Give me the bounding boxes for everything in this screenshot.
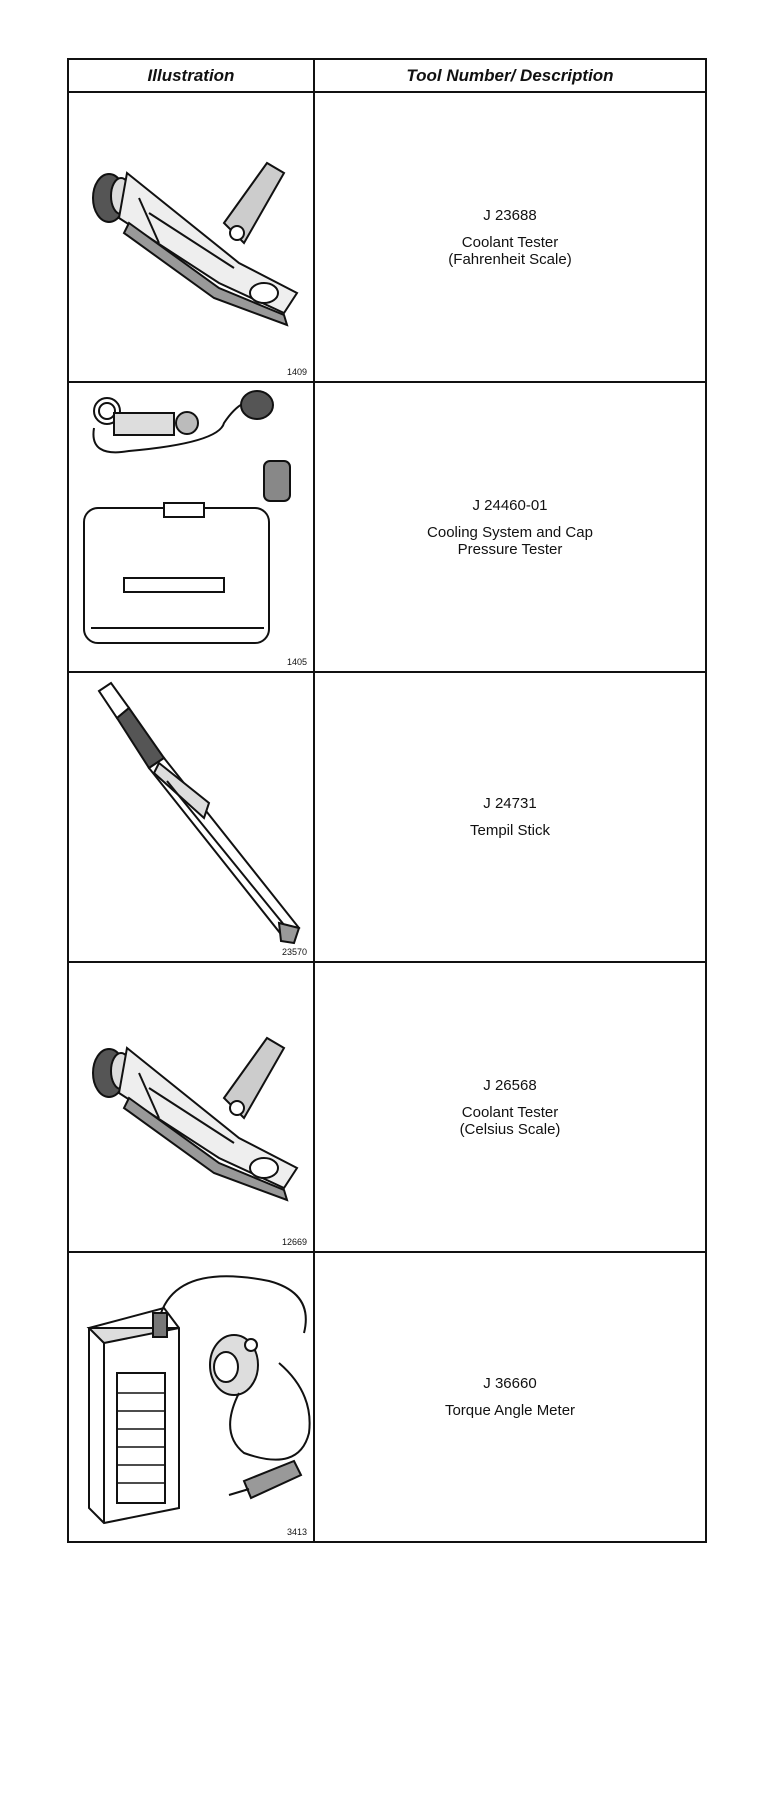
tool-number: J 24731	[483, 795, 537, 812]
description-cell: J 36660 Torque Angle Meter	[315, 1253, 705, 1541]
tool-table: Illustration Tool Number/ Description 14…	[67, 58, 707, 1543]
tool-description-line2: (Fahrenheit Scale)	[448, 250, 572, 268]
tool-description-line1: Torque Angle Meter	[444, 1402, 576, 1419]
coolant-tester-icon	[69, 963, 313, 1251]
description-cell: J 24460-01 Cooling System and Cap Pressu…	[315, 383, 705, 671]
tool-description-line1: Tempil Stick	[469, 822, 551, 839]
tool-number: J 36660	[483, 1375, 537, 1392]
tool-description-line1: Coolant Tester	[461, 1103, 559, 1121]
tool-number: J 26568	[483, 1076, 537, 1094]
table-row: 3413 J 36660 Torque Angle Meter	[69, 1253, 705, 1541]
tool-number: J 23688	[483, 206, 537, 224]
illustration-cell: 3413	[69, 1253, 315, 1541]
illustration-cell: 1405	[69, 383, 315, 671]
figure-number: 1409	[286, 367, 307, 377]
figure-number: 3413	[286, 1527, 307, 1537]
table-row: 23570 J 24731 Tempil Stick	[69, 673, 705, 963]
torque-angle-meter-icon	[69, 1253, 313, 1541]
illustration-cell: 1409	[69, 93, 315, 381]
table-row: 1405 J 24460-01 Cooling System and Cap P…	[69, 383, 705, 673]
header-tool-number: Tool Number/ Description	[406, 65, 614, 85]
tool-number: J 24460-01	[472, 496, 548, 514]
tool-description-line1: Coolant Tester	[461, 233, 559, 251]
description-cell: J 23688 Coolant Tester (Fahrenheit Scale…	[315, 93, 705, 381]
figure-number: 1405	[286, 657, 307, 667]
table-row: 12669 J 26568 Coolant Tester (Celsius Sc…	[69, 963, 705, 1253]
tool-description-line1: Cooling System and Cap	[427, 523, 593, 541]
description-cell: J 26568 Coolant Tester (Celsius Scale)	[315, 963, 705, 1251]
coolant-tester-icon	[69, 93, 313, 381]
figure-number: 12669	[281, 1237, 307, 1247]
description-cell: J 24731 Tempil Stick	[315, 673, 705, 961]
illustration-cell: 12669	[69, 963, 315, 1251]
tool-description-line2: (Celsius Scale)	[459, 1120, 561, 1138]
tempil-stick-icon	[69, 673, 313, 961]
tool-description-line2: Pressure Tester	[457, 540, 563, 558]
illustration-cell: 23570	[69, 673, 315, 961]
pressure-tester-icon	[69, 383, 313, 671]
table-header: Illustration Tool Number/ Description	[69, 60, 705, 93]
figure-number: 23570	[281, 947, 307, 957]
table-row: 1409 J 23688 Coolant Tester (Fahrenheit …	[69, 93, 705, 383]
header-illustration: Illustration	[69, 60, 315, 91]
